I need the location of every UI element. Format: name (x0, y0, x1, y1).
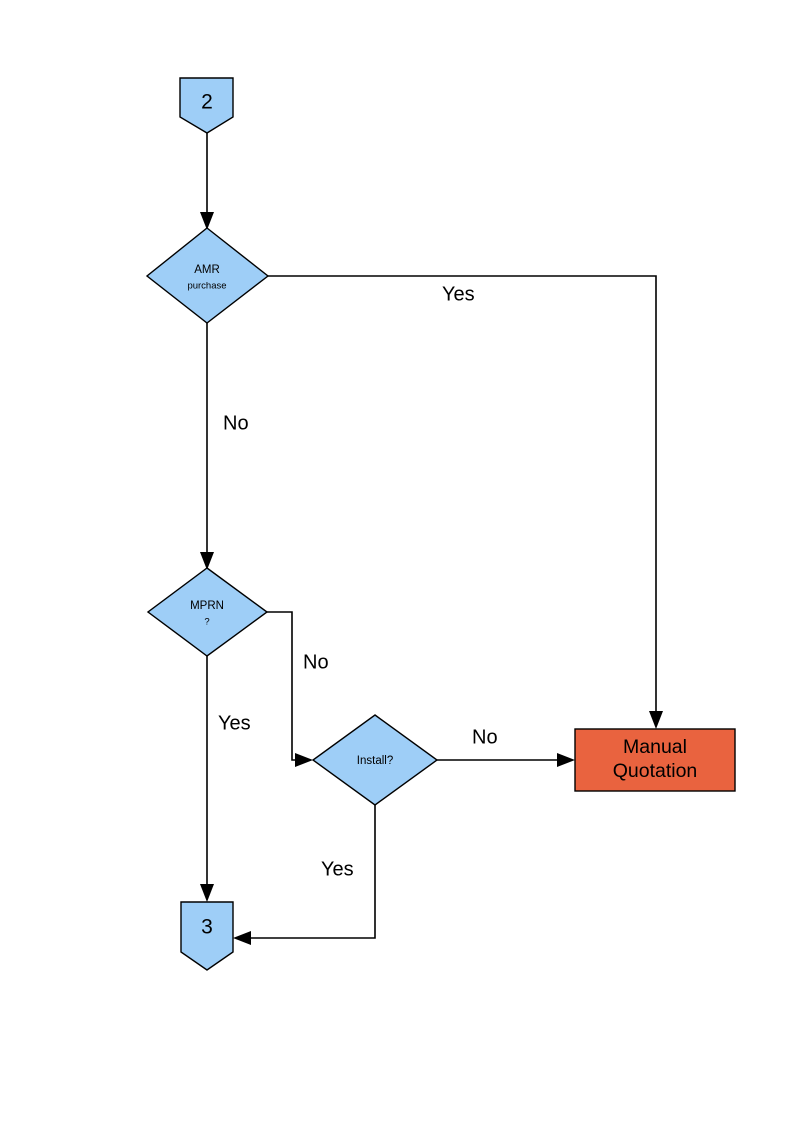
manual-quotation-shape (574, 728, 736, 792)
node-manual-quotation[interactable]: Manual Quotation (574, 728, 736, 792)
end-connector-shape (180, 901, 234, 971)
edge-install-no (437, 753, 575, 767)
node-start-connector[interactable]: 2 (179, 77, 234, 134)
edge-mprn-yes (200, 656, 214, 902)
edge-label-mprn-yes: Yes (218, 712, 251, 734)
arrow-head-icon (233, 931, 251, 945)
edge-label-amr-no: No (223, 412, 249, 434)
edge-label-install-no: No (472, 726, 498, 748)
start-connector-shape (179, 77, 234, 134)
edge-label-install-yes: Yes (321, 858, 354, 880)
edge-label-mprn-no: No (303, 651, 329, 673)
edge-label-amr-yes: Yes (442, 283, 475, 305)
start-connector-label: 2 (201, 91, 213, 114)
amr-decision-label-line2: purchase (187, 281, 226, 292)
arrow-head-icon (200, 884, 214, 902)
amr-decision-shape (145, 227, 270, 324)
amr-decision-label-line1: AMR (194, 264, 220, 276)
install-decision-label: Install? (357, 755, 393, 767)
end-connector-label: 3 (201, 916, 213, 939)
node-amr-decision[interactable]: AMR purchase (145, 227, 270, 324)
node-mprn-decision[interactable]: MPRN ? (146, 567, 269, 657)
node-end-connector[interactable]: 3 (180, 901, 234, 971)
install-decision-shape (311, 714, 439, 806)
mprn-decision-shape (146, 567, 269, 657)
edge-start-to-amr (200, 133, 214, 230)
manual-quotation-label-line2: Quotation (613, 760, 698, 782)
edge-amr-no (200, 323, 214, 570)
edge-amr-yes (268, 275, 663, 729)
arrow-head-icon (200, 212, 214, 230)
edge-install-yes (233, 805, 376, 945)
arrow-head-icon (295, 753, 313, 767)
node-install-decision[interactable]: Install? (311, 714, 439, 806)
arrow-head-icon (557, 753, 575, 767)
arrow-head-icon (649, 711, 663, 729)
mprn-decision-label-line2: ? (204, 617, 209, 628)
edge-mprn-no (267, 611, 313, 767)
mprn-decision-label-line1: MPRN (190, 600, 224, 612)
arrow-head-icon (200, 552, 214, 570)
manual-quotation-label-line1: Manual (623, 736, 687, 758)
